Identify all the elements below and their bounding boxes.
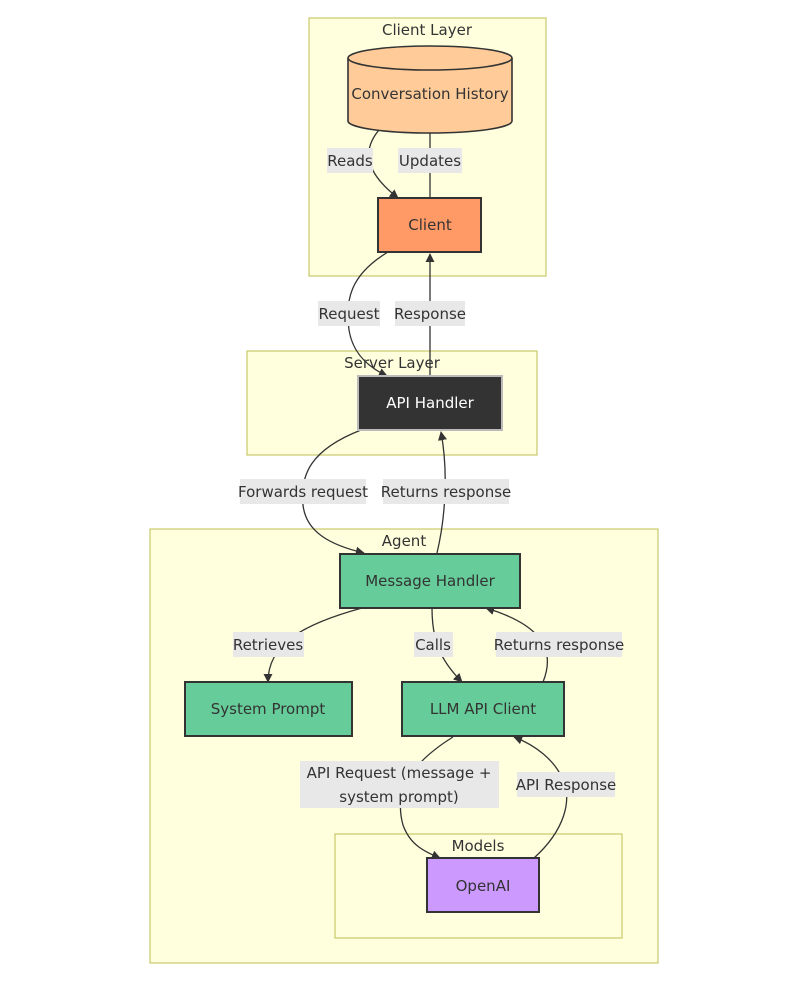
svg-text:API Request (message +: API Request (message + [307,764,492,782]
edge-label-returns-response-1: Returns response [381,479,512,504]
edge-label-retrieves: Retrieves [233,632,304,657]
edge-label-forwards-request: Forwards request [238,479,368,504]
svg-text:Response: Response [394,305,466,323]
node-openai: OpenAI [426,857,540,913]
svg-text:Returns response: Returns response [381,483,512,501]
cluster-client-layer-label: Client Layer [382,21,473,39]
svg-text:Returns response: Returns response [494,636,625,654]
svg-text:Request: Request [319,305,380,323]
edge-label-updates: Updates [398,148,462,173]
node-message-handler: Message Handler [339,553,521,609]
svg-text:Updates: Updates [399,152,461,170]
edge-label-response: Response [394,301,466,326]
edge-forwards-request [301,429,365,556]
edge-request [347,251,389,377]
svg-text:Reads: Reads [327,152,373,170]
svg-text:Forwards request: Forwards request [238,483,368,501]
edge-label-calls: Calls [414,632,453,657]
edge-label-returns-response-2: Returns response [494,632,625,657]
node-client: Client [377,197,482,253]
edge-label-api-request: API Request (message + system prompt) [300,761,499,808]
node-api-handler-label: API Handler [386,394,474,412]
node-conversation-history-label: Conversation History [351,85,508,103]
node-system-prompt: System Prompt [184,681,353,737]
svg-text:Calls: Calls [415,636,451,654]
edge-label-reads: Reads [327,148,373,173]
node-openai-label: OpenAI [456,877,511,895]
svg-text:system prompt): system prompt) [339,788,458,806]
node-api-handler: API Handler [357,375,503,431]
edge-label-api-response: API Response [516,772,617,797]
node-client-label: Client [408,216,452,234]
node-llm-api-client-label: LLM API Client [430,700,536,718]
cluster-agent-label: Agent [382,532,427,550]
node-system-prompt-label: System Prompt [211,700,326,718]
node-conversation-history: Conversation History [347,45,513,134]
svg-text:Retrieves: Retrieves [233,636,304,654]
node-llm-api-client: LLM API Client [401,681,565,737]
cluster-server-layer-label: Server Layer [344,354,441,372]
node-message-handler-label: Message Handler [365,572,495,590]
cluster-models-label: Models [452,837,505,855]
svg-text:API Response: API Response [516,776,617,794]
edge-label-request: Request [318,301,380,326]
